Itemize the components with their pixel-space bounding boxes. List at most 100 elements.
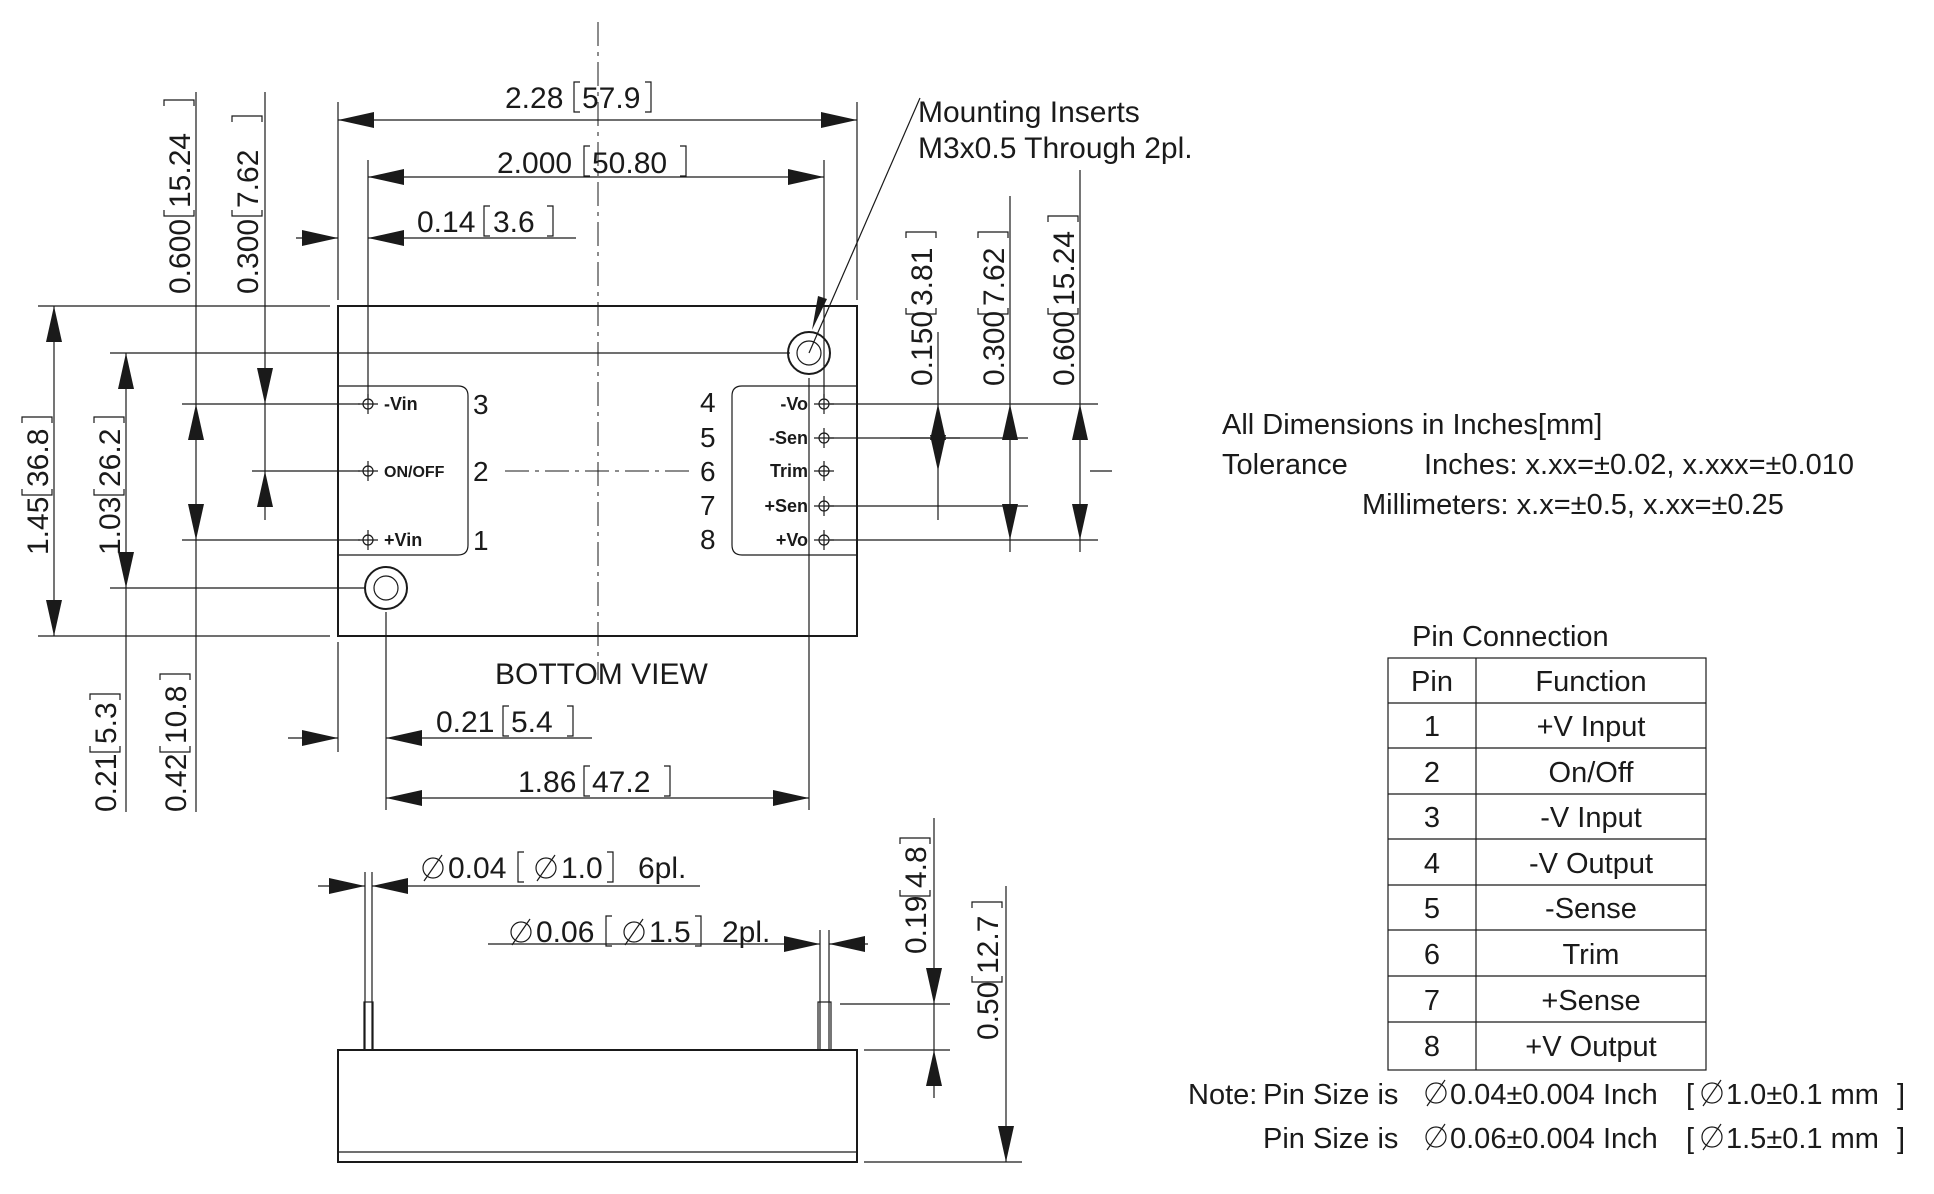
svg-text:0.06: 0.06 <box>536 916 594 949</box>
svg-text:26.2: 26.2 <box>94 429 127 487</box>
svg-text:]: ] <box>1897 1079 1905 1111</box>
tolerance-label: Tolerance <box>1222 449 1348 481</box>
top-dimensions: 2.28 57.9 2.000 50.80 0.14 3.6 <box>296 81 1193 398</box>
dim-height-total: 1.45 36.8 <box>21 416 55 555</box>
side-pin-small <box>363 872 374 1051</box>
right-pin-6: Trim 6 <box>700 456 834 487</box>
dim-pin-span: 2.000 50.80 <box>497 145 687 180</box>
right-pin-5: -Sen 5 <box>700 422 834 453</box>
svg-text:0.04: 0.04 <box>448 852 506 885</box>
svg-text:1.5±0.1 mm: 1.5±0.1 mm <box>1726 1123 1879 1155</box>
tolerance-notes: All Dimensions in Inches[mm] Tolerance I… <box>1222 409 1854 521</box>
svg-text:3.6: 3.6 <box>493 206 535 239</box>
svg-text:+V Output: +V Output <box>1525 1031 1656 1063</box>
table-header: Pin Function <box>1411 666 1647 698</box>
svg-text:3: 3 <box>1424 802 1440 834</box>
left-pin-2: ON/OFF 2 <box>358 456 489 487</box>
dim-mount-span: 1.86 47.2 <box>518 765 671 799</box>
diameter-icon <box>1701 1123 1723 1151</box>
svg-text:1.0: 1.0 <box>561 852 603 885</box>
table-row: 7 +Sense <box>1424 985 1641 1017</box>
svg-text:Pin Size is: Pin Size is <box>1263 1123 1398 1155</box>
bottom-view-label: BOTTOM VIEW <box>495 658 708 691</box>
diameter-icon <box>535 854 557 882</box>
svg-text:0.04±0.004 Inch: 0.04±0.004 Inch <box>1450 1079 1658 1111</box>
svg-text:5.4: 5.4 <box>511 706 553 739</box>
svg-text:Note:: Note: <box>1188 1079 1257 1111</box>
dim-vo-pitch-b: 0.300 7.62 <box>977 231 1011 386</box>
right-pin-8: +Vo 8 <box>700 524 834 555</box>
svg-text:6: 6 <box>1424 939 1440 971</box>
svg-text:0.21: 0.21 <box>90 754 123 812</box>
side-view: 0.04 1.0 6pl. 0.06 1.5 2pl. <box>318 818 1022 1163</box>
svg-text:1.0±0.1 mm: 1.0±0.1 mm <box>1726 1079 1879 1111</box>
dim-mount-x-offset: 0.21 5.4 <box>436 705 574 739</box>
diameter-icon <box>623 918 645 946</box>
table-row: 8 +V Output <box>1424 1031 1657 1063</box>
diameter-icon <box>1425 1123 1447 1151</box>
dim-vin-pitch: 0.300 7.62 <box>231 115 265 294</box>
svg-text:36.8: 36.8 <box>22 429 55 487</box>
tolerance-inches: Inches: x.xx=±0.02, x.xxx=±0.010 <box>1424 449 1854 481</box>
svg-text:+V Input: +V Input <box>1537 711 1646 743</box>
dim-left-offset: 0.14 3.6 <box>417 205 554 239</box>
svg-text:4.8: 4.8 <box>900 846 933 888</box>
svg-text:0.600: 0.600 <box>1048 311 1081 386</box>
dim-pin-dia-small: 0.04 1.0 6pl. <box>422 851 686 885</box>
svg-text:0.42: 0.42 <box>160 754 193 812</box>
dim-pin-dia-large: 0.06 1.5 2pl. <box>510 915 770 949</box>
pin-number: 7 <box>700 490 716 521</box>
right-pin-4: -Vo 4 <box>700 387 834 418</box>
dim-mount-y-offset: 0.21 5.3 <box>89 693 123 812</box>
svg-text:2.28: 2.28 <box>505 82 563 115</box>
svg-text:12.7: 12.7 <box>972 916 1005 974</box>
diameter-icon <box>422 854 444 882</box>
svg-text:2.000: 2.000 <box>497 147 572 180</box>
pin-label: +Vin <box>384 530 422 550</box>
dimensions-unit-note: All Dimensions in Inches[mm] <box>1222 409 1602 441</box>
mounting-inserts-note: Mounting Inserts M3x0.5 Through 2pl. <box>918 96 1193 165</box>
svg-text:6pl.: 6pl. <box>638 852 686 885</box>
svg-text:-V Input: -V Input <box>1540 802 1642 834</box>
left-pin-group-outline <box>338 385 469 556</box>
svg-text:10.8: 10.8 <box>160 686 193 744</box>
svg-text:15.24: 15.24 <box>1048 231 1081 306</box>
svg-text:5.3: 5.3 <box>90 702 123 744</box>
table-row: 1 +V Input <box>1424 711 1645 743</box>
diameter-icon <box>510 918 532 946</box>
svg-text:0.50: 0.50 <box>972 982 1005 1040</box>
pin-label: Trim <box>770 461 808 481</box>
table-row: 5 -Sense <box>1424 893 1637 925</box>
svg-text:1.5: 1.5 <box>649 916 691 949</box>
bottom-view: -Vin 3 ON/OFF 2 +Vin 1 -Vo 4 -Sen 5 <box>337 22 858 691</box>
side-pin-large <box>817 930 832 1051</box>
dim-vin-y-offset: 0.42 10.8 <box>159 673 193 812</box>
table-row: 3 -V Input <box>1424 802 1642 834</box>
pin-label: ON/OFF <box>384 464 445 481</box>
dim-vo-pitch-a: 0.150 3.81 <box>905 231 939 386</box>
svg-text:Pin Size is: Pin Size is <box>1263 1079 1398 1111</box>
right-pin-group-outline <box>731 385 857 556</box>
pin-label: -Sen <box>769 428 808 448</box>
svg-text:2: 2 <box>1424 757 1440 789</box>
svg-text:7.62: 7.62 <box>978 248 1011 306</box>
svg-text:47.2: 47.2 <box>592 766 650 799</box>
svg-text:-Sense: -Sense <box>1545 893 1637 925</box>
svg-text:0.600: 0.600 <box>164 219 197 294</box>
svg-text:0.06±0.004 Inch: 0.06±0.004 Inch <box>1450 1123 1658 1155</box>
side-body <box>337 1049 858 1163</box>
dim-vo-span: 0.600 15.24 <box>1047 215 1081 386</box>
diameter-icon <box>1425 1079 1447 1107</box>
svg-text:7: 7 <box>1424 985 1440 1017</box>
pin-size-note-large: Pin Size is 0.06±0.004 Inch [ 1.5±0.1 mm… <box>1263 1123 1905 1155</box>
left-pin-1: +Vin 1 <box>358 525 489 556</box>
svg-text:Trim: Trim <box>1563 939 1620 971</box>
svg-text:Pin: Pin <box>1411 666 1453 698</box>
svg-text:2pl.: 2pl. <box>722 916 770 949</box>
pin-number: 4 <box>700 387 716 418</box>
svg-text:0.19: 0.19 <box>900 896 933 954</box>
svg-text:5: 5 <box>1424 893 1440 925</box>
dim-pin-length: 0.19 4.8 <box>899 837 933 954</box>
svg-text:M3x0.5 Through 2pl.: M3x0.5 Through 2pl. <box>918 132 1193 165</box>
